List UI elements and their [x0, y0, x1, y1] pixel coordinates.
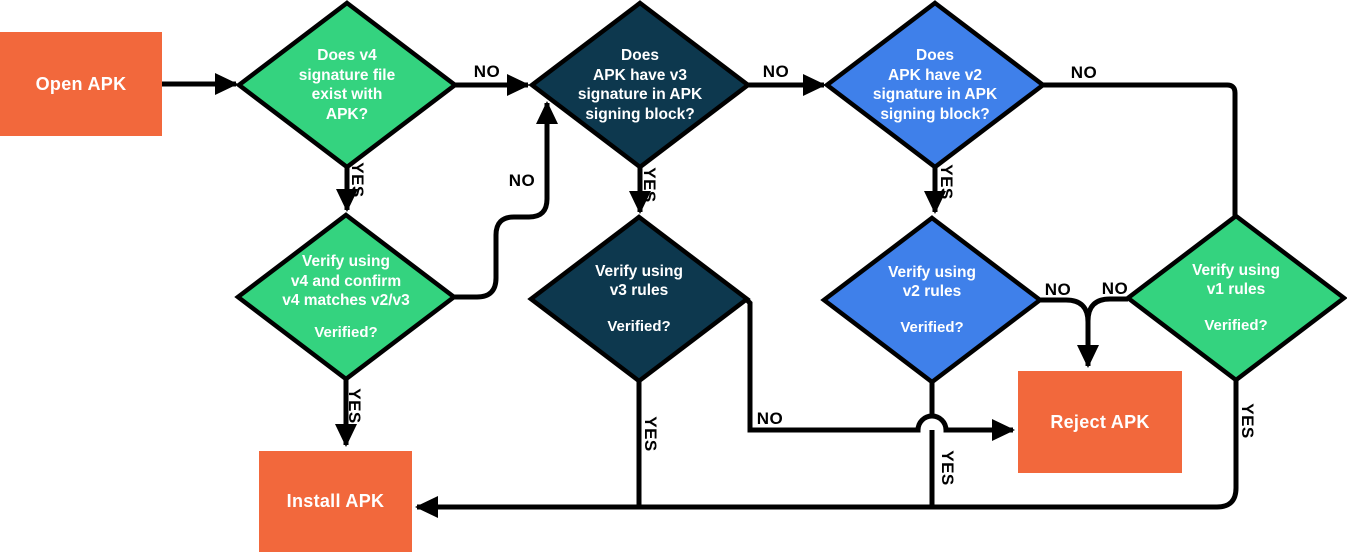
- edge-label-no-verifyv2: NO: [1044, 280, 1072, 299]
- edge-label-yes-verifyv2: YES: [938, 450, 957, 486]
- node-install-apk: Install APK: [259, 451, 412, 552]
- node-install-apk-label: Install APK: [286, 491, 385, 511]
- node-open-apk: Open APK: [0, 32, 162, 136]
- edge-label-yes-qv3: YES: [640, 167, 659, 203]
- node-shape-verify-v1: [1124, 213, 1347, 383]
- node-shape-verify-v2: [820, 215, 1044, 385]
- edge-label-no-verifyv1: NO: [1101, 279, 1129, 298]
- edge-no-verifyv2-to-reject: [1040, 297, 1099, 368]
- node-open-apk-label: Open APK: [35, 73, 127, 94]
- edge-no-verifyv3-to-reject: [745, 298, 1015, 441]
- edge-no-verifyv1-to-reject: [1085, 296, 1128, 340]
- node-shape-verify-v3: [527, 214, 751, 384]
- edge-label-no-verifyv4: NO: [508, 171, 536, 190]
- edge-label-no-verifyv3: NO: [756, 409, 784, 428]
- edge-no-verifyv4-to-qv3: [454, 101, 558, 300]
- edge-label-yes-verifyv1: YES: [1238, 403, 1257, 439]
- edge-label-yes-verifyv4: YES: [345, 388, 364, 424]
- node-shape-q-v3: [528, 0, 752, 170]
- node-reject-apk-label: Reject APK: [1050, 411, 1150, 432]
- edge-label-yes-verifyv3: YES: [641, 416, 660, 452]
- edge-label-no-qv3: NO: [762, 62, 790, 81]
- node-shape-q-v2: [823, 0, 1047, 170]
- edge-no-qv2-to-verifyv1: [1043, 82, 1238, 216]
- edge-label-no-qv4: NO: [473, 62, 501, 81]
- node-reject-apk: Reject APK: [1018, 371, 1182, 473]
- node-shape-q-v4: [235, 0, 459, 170]
- node-shape-verify-v4: [234, 212, 458, 382]
- edge-label-yes-qv4: YES: [348, 162, 367, 198]
- edge-label-no-qv2: NO: [1070, 63, 1098, 82]
- edge-label-yes-qv2: YES: [937, 164, 956, 200]
- edge-yes-verifyv1-to-install: [415, 380, 1239, 518]
